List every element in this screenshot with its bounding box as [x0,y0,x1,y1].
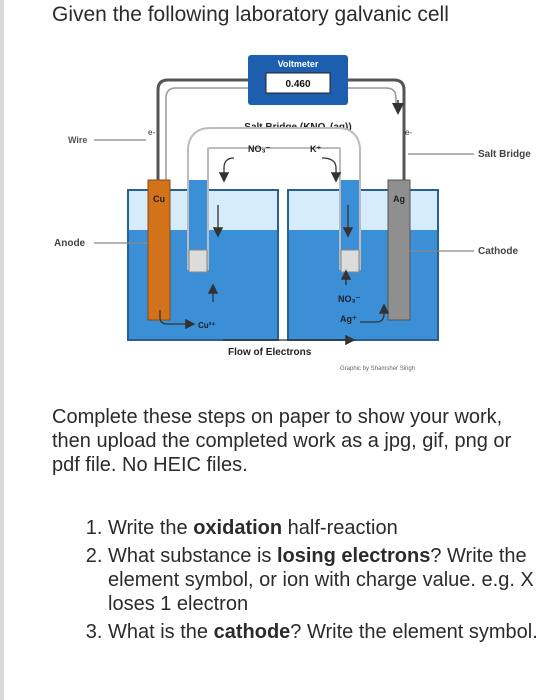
question-title: Given the following laboratory galvanic … [52,3,449,26]
electron-left: e- [148,128,155,137]
nitrate-ion-solution: NO₃⁻ [338,294,361,304]
copper-ion: Cu²⁺ [198,321,216,330]
cathode-callout: Cathode [478,246,518,257]
instructions-text: Complete these steps on paper to show yo… [52,406,512,476]
step-item: Write the oxidation half-reaction [108,516,558,540]
ag-ion-path [360,303,390,323]
step-item: What is the cathode? Write the element s… [108,620,558,644]
right-beaker [287,189,439,341]
voltmeter-label: Voltmeter [278,59,319,69]
silver-ion: Ag⁺ [340,314,357,324]
potassium-arrow [321,157,342,183]
left-border [0,0,4,700]
graphic-credit: Graphic by Shamsher Singh [340,366,415,372]
galvanic-cell-diagram: Voltmeter 0.460 Salt Bridge (KNO₃(aq)) e… [54,55,531,372]
nitrate-ion-bridge: NO₃⁻ [248,144,271,154]
silver-electrode: Ag [387,179,411,321]
external-wire [156,78,406,190]
salt-bridge-callout: Salt Bridge [478,149,531,160]
flow-of-electrons: Flow of Electrons [228,347,312,358]
potassium-ion-bridge: K⁺ [310,144,321,154]
voltmeter: Voltmeter 0.460 [248,55,348,105]
salt-bridge [187,127,361,273]
electron-right: e- [405,128,412,137]
copper-label: Cu [153,194,165,204]
silver-label: Ag [393,194,405,204]
cu-ion-path [159,310,196,330]
nitrate-arrow [218,157,235,183]
step-item: What substance is losing electrons? Writ… [108,544,558,616]
steps-list: Write the oxidation half-reaction What s… [80,516,558,648]
voltmeter-reading: 0.460 [285,79,310,90]
copper-electrode: Cu [147,179,171,321]
anode-callout: Anode [54,238,86,249]
wire-callout: Wire [68,135,87,145]
